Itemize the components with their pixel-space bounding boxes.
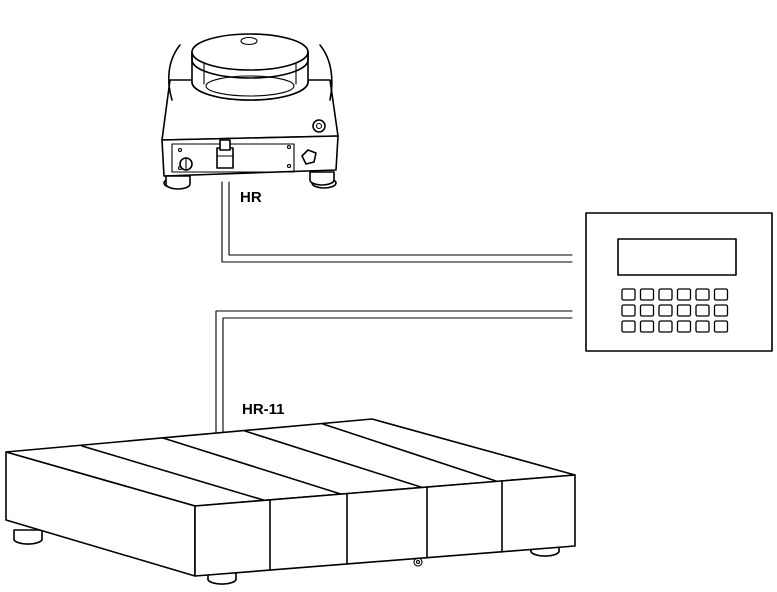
- keypad-key: [621, 288, 636, 301]
- keypad-key: [621, 320, 636, 333]
- keypad-key: [639, 320, 655, 333]
- keypad-key: [621, 304, 636, 317]
- cable-hr11-to-terminal: [215, 310, 573, 433]
- keypad-key: [713, 320, 729, 333]
- keypad-key: [713, 288, 729, 301]
- terminal-display: [617, 238, 737, 276]
- keypad-key: [658, 304, 673, 317]
- precision-balance-hr: [161, 33, 339, 190]
- keypad-key: [695, 288, 710, 301]
- keypad-key: [713, 304, 729, 317]
- keypad-key: [658, 288, 673, 301]
- platform-scale-hr11: [5, 418, 576, 585]
- label-hr: HR: [240, 189, 262, 206]
- keypad-key: [695, 304, 710, 317]
- weighing-terminal: [585, 212, 773, 352]
- keypad-key: [639, 304, 655, 317]
- keypad-key: [676, 304, 692, 317]
- keypad-key: [639, 288, 655, 301]
- keypad-key: [658, 320, 673, 333]
- label-hr-11: HR-11: [242, 401, 285, 418]
- keypad-key: [676, 288, 692, 301]
- cable-hr-to-terminal: [221, 181, 573, 263]
- keypad-key: [695, 320, 710, 333]
- terminal-keypad: [621, 288, 729, 333]
- keypad-key: [676, 320, 692, 333]
